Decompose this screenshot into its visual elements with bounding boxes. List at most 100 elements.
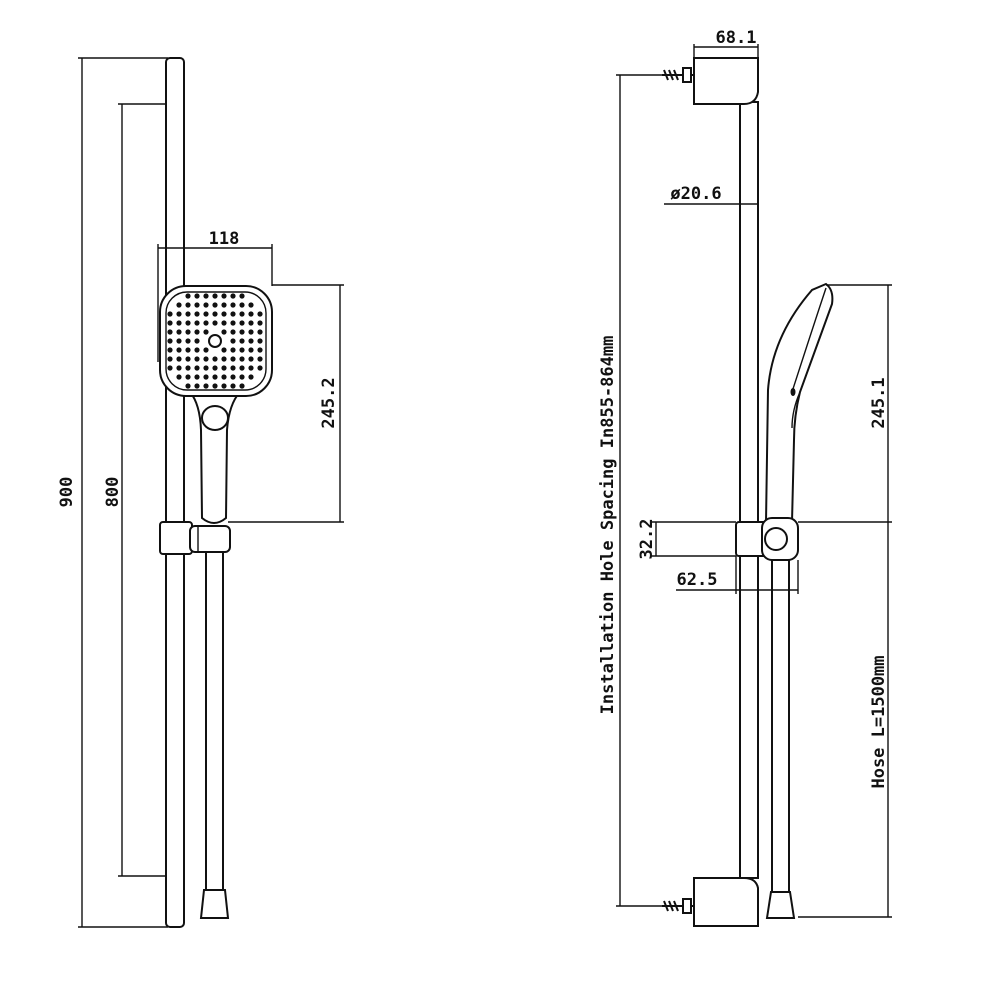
nozzle bbox=[176, 338, 182, 344]
nozzle bbox=[248, 302, 254, 308]
nozzle bbox=[212, 293, 218, 299]
nozzle bbox=[167, 311, 173, 317]
nozzle bbox=[239, 347, 245, 353]
nozzle bbox=[212, 383, 218, 389]
nozzle bbox=[221, 329, 227, 335]
nozzle bbox=[194, 329, 200, 335]
nozzle bbox=[194, 293, 200, 299]
nozzle bbox=[194, 383, 200, 389]
nozzle bbox=[203, 374, 209, 380]
slider-bracket bbox=[159, 521, 231, 555]
nozzle bbox=[212, 374, 218, 380]
front-view: 900 800 bbox=[57, 57, 344, 928]
nozzle bbox=[248, 365, 254, 371]
nozzle bbox=[221, 365, 227, 371]
top-screw bbox=[662, 67, 694, 83]
nozzle bbox=[239, 329, 245, 335]
nozzle bbox=[248, 338, 254, 344]
center-nozzle bbox=[208, 334, 222, 348]
nozzle bbox=[203, 365, 209, 371]
nozzle bbox=[257, 356, 263, 362]
nozzle bbox=[221, 293, 227, 299]
nozzle bbox=[194, 320, 200, 326]
nozzle bbox=[230, 383, 236, 389]
nozzle bbox=[230, 356, 236, 362]
nozzle bbox=[239, 311, 245, 317]
hose-fitting bbox=[199, 889, 230, 919]
nozzle bbox=[212, 365, 218, 371]
slider-block-side bbox=[735, 517, 799, 561]
nozzle bbox=[239, 338, 245, 344]
nozzle bbox=[194, 374, 200, 380]
nozzle bbox=[230, 311, 236, 317]
label-rail-diameter: ø20.6 bbox=[670, 184, 721, 204]
nozzle bbox=[194, 302, 200, 308]
nozzle bbox=[257, 347, 263, 353]
nozzle bbox=[167, 365, 173, 371]
nozzle bbox=[257, 320, 263, 326]
label-overall-length: 900 bbox=[57, 477, 77, 508]
nozzle bbox=[257, 329, 263, 335]
nozzle bbox=[221, 347, 227, 353]
nozzle bbox=[167, 338, 173, 344]
spray-nozzles bbox=[167, 293, 263, 389]
nozzle bbox=[194, 347, 200, 353]
nozzle bbox=[167, 347, 173, 353]
nozzle bbox=[185, 365, 191, 371]
label-head-height-side: 245.1 bbox=[869, 377, 889, 428]
nozzle bbox=[221, 383, 227, 389]
nozzle bbox=[176, 329, 182, 335]
hand-shower-handle bbox=[187, 391, 243, 524]
top-wall-bracket bbox=[693, 57, 759, 105]
nozzle bbox=[176, 347, 182, 353]
head-button bbox=[201, 405, 229, 431]
nozzle bbox=[248, 374, 254, 380]
dimension-hole-spacing: 800 bbox=[103, 103, 168, 877]
label-hose-length: Hose L=1500mm bbox=[869, 655, 889, 788]
nozzle bbox=[221, 311, 227, 317]
nozzle bbox=[248, 356, 254, 362]
nozzle bbox=[230, 329, 236, 335]
hose bbox=[199, 550, 230, 919]
nozzle bbox=[185, 311, 191, 317]
nozzle bbox=[194, 365, 200, 371]
nozzle bbox=[239, 293, 245, 299]
label-head-width: 118 bbox=[209, 229, 240, 249]
nozzle bbox=[185, 302, 191, 308]
label-hole-spacing: 800 bbox=[103, 477, 123, 508]
dimension-head-width: 118 bbox=[157, 229, 273, 362]
nozzle bbox=[239, 383, 245, 389]
dimension-hose-length: Hose L=1500mm bbox=[798, 522, 892, 918]
nozzle bbox=[176, 311, 182, 317]
nozzle bbox=[167, 320, 173, 326]
nozzle bbox=[185, 293, 191, 299]
nozzle bbox=[167, 356, 173, 362]
hose-side bbox=[765, 556, 796, 919]
nozzle bbox=[221, 302, 227, 308]
nozzle bbox=[185, 338, 191, 344]
nozzle bbox=[212, 302, 218, 308]
dimension-head-height: 245.2 bbox=[228, 284, 344, 523]
nozzle bbox=[221, 320, 227, 326]
slide-rail bbox=[165, 57, 185, 928]
nozzle bbox=[203, 383, 209, 389]
nozzle bbox=[203, 347, 209, 353]
dimension-overall-length: 900 bbox=[57, 57, 168, 928]
nozzle bbox=[176, 356, 182, 362]
nozzle bbox=[248, 320, 254, 326]
label-bracket-depth: 68.1 bbox=[716, 28, 757, 48]
label-installation-spacing: Installation Hole Spacing In855-864mm bbox=[598, 336, 618, 715]
nozzle bbox=[230, 374, 236, 380]
nozzle bbox=[176, 320, 182, 326]
nozzle bbox=[248, 347, 254, 353]
hand-shower-profile bbox=[764, 282, 834, 523]
nozzle bbox=[230, 320, 236, 326]
nozzle bbox=[239, 302, 245, 308]
nozzle bbox=[221, 356, 227, 362]
dimension-rail-diameter: ø20.6 bbox=[664, 184, 758, 205]
nozzle bbox=[248, 311, 254, 317]
nozzle bbox=[230, 302, 236, 308]
nozzle bbox=[239, 356, 245, 362]
slide-rail-side bbox=[739, 101, 759, 879]
bottom-screw bbox=[662, 898, 694, 914]
